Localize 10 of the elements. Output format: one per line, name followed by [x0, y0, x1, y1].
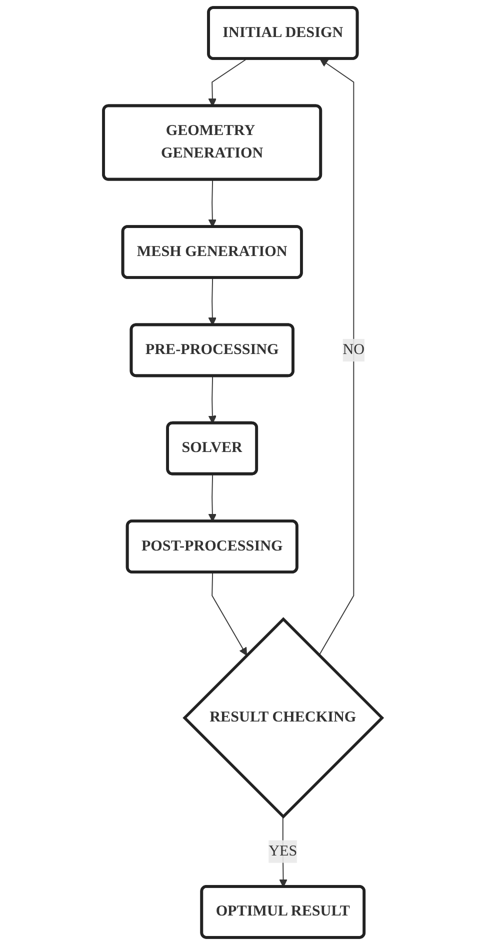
arrow [318, 58, 354, 656]
edge-label: NO [342, 342, 364, 358]
arrow [208, 179, 216, 228]
arrow [208, 58, 247, 107]
edge-label: YES [268, 843, 297, 860]
arrow [208, 376, 216, 424]
arrow [208, 278, 216, 326]
arrow [211, 572, 247, 656]
node-diamond: RESULT CHECKING [182, 617, 384, 819]
arrow [208, 474, 216, 522]
